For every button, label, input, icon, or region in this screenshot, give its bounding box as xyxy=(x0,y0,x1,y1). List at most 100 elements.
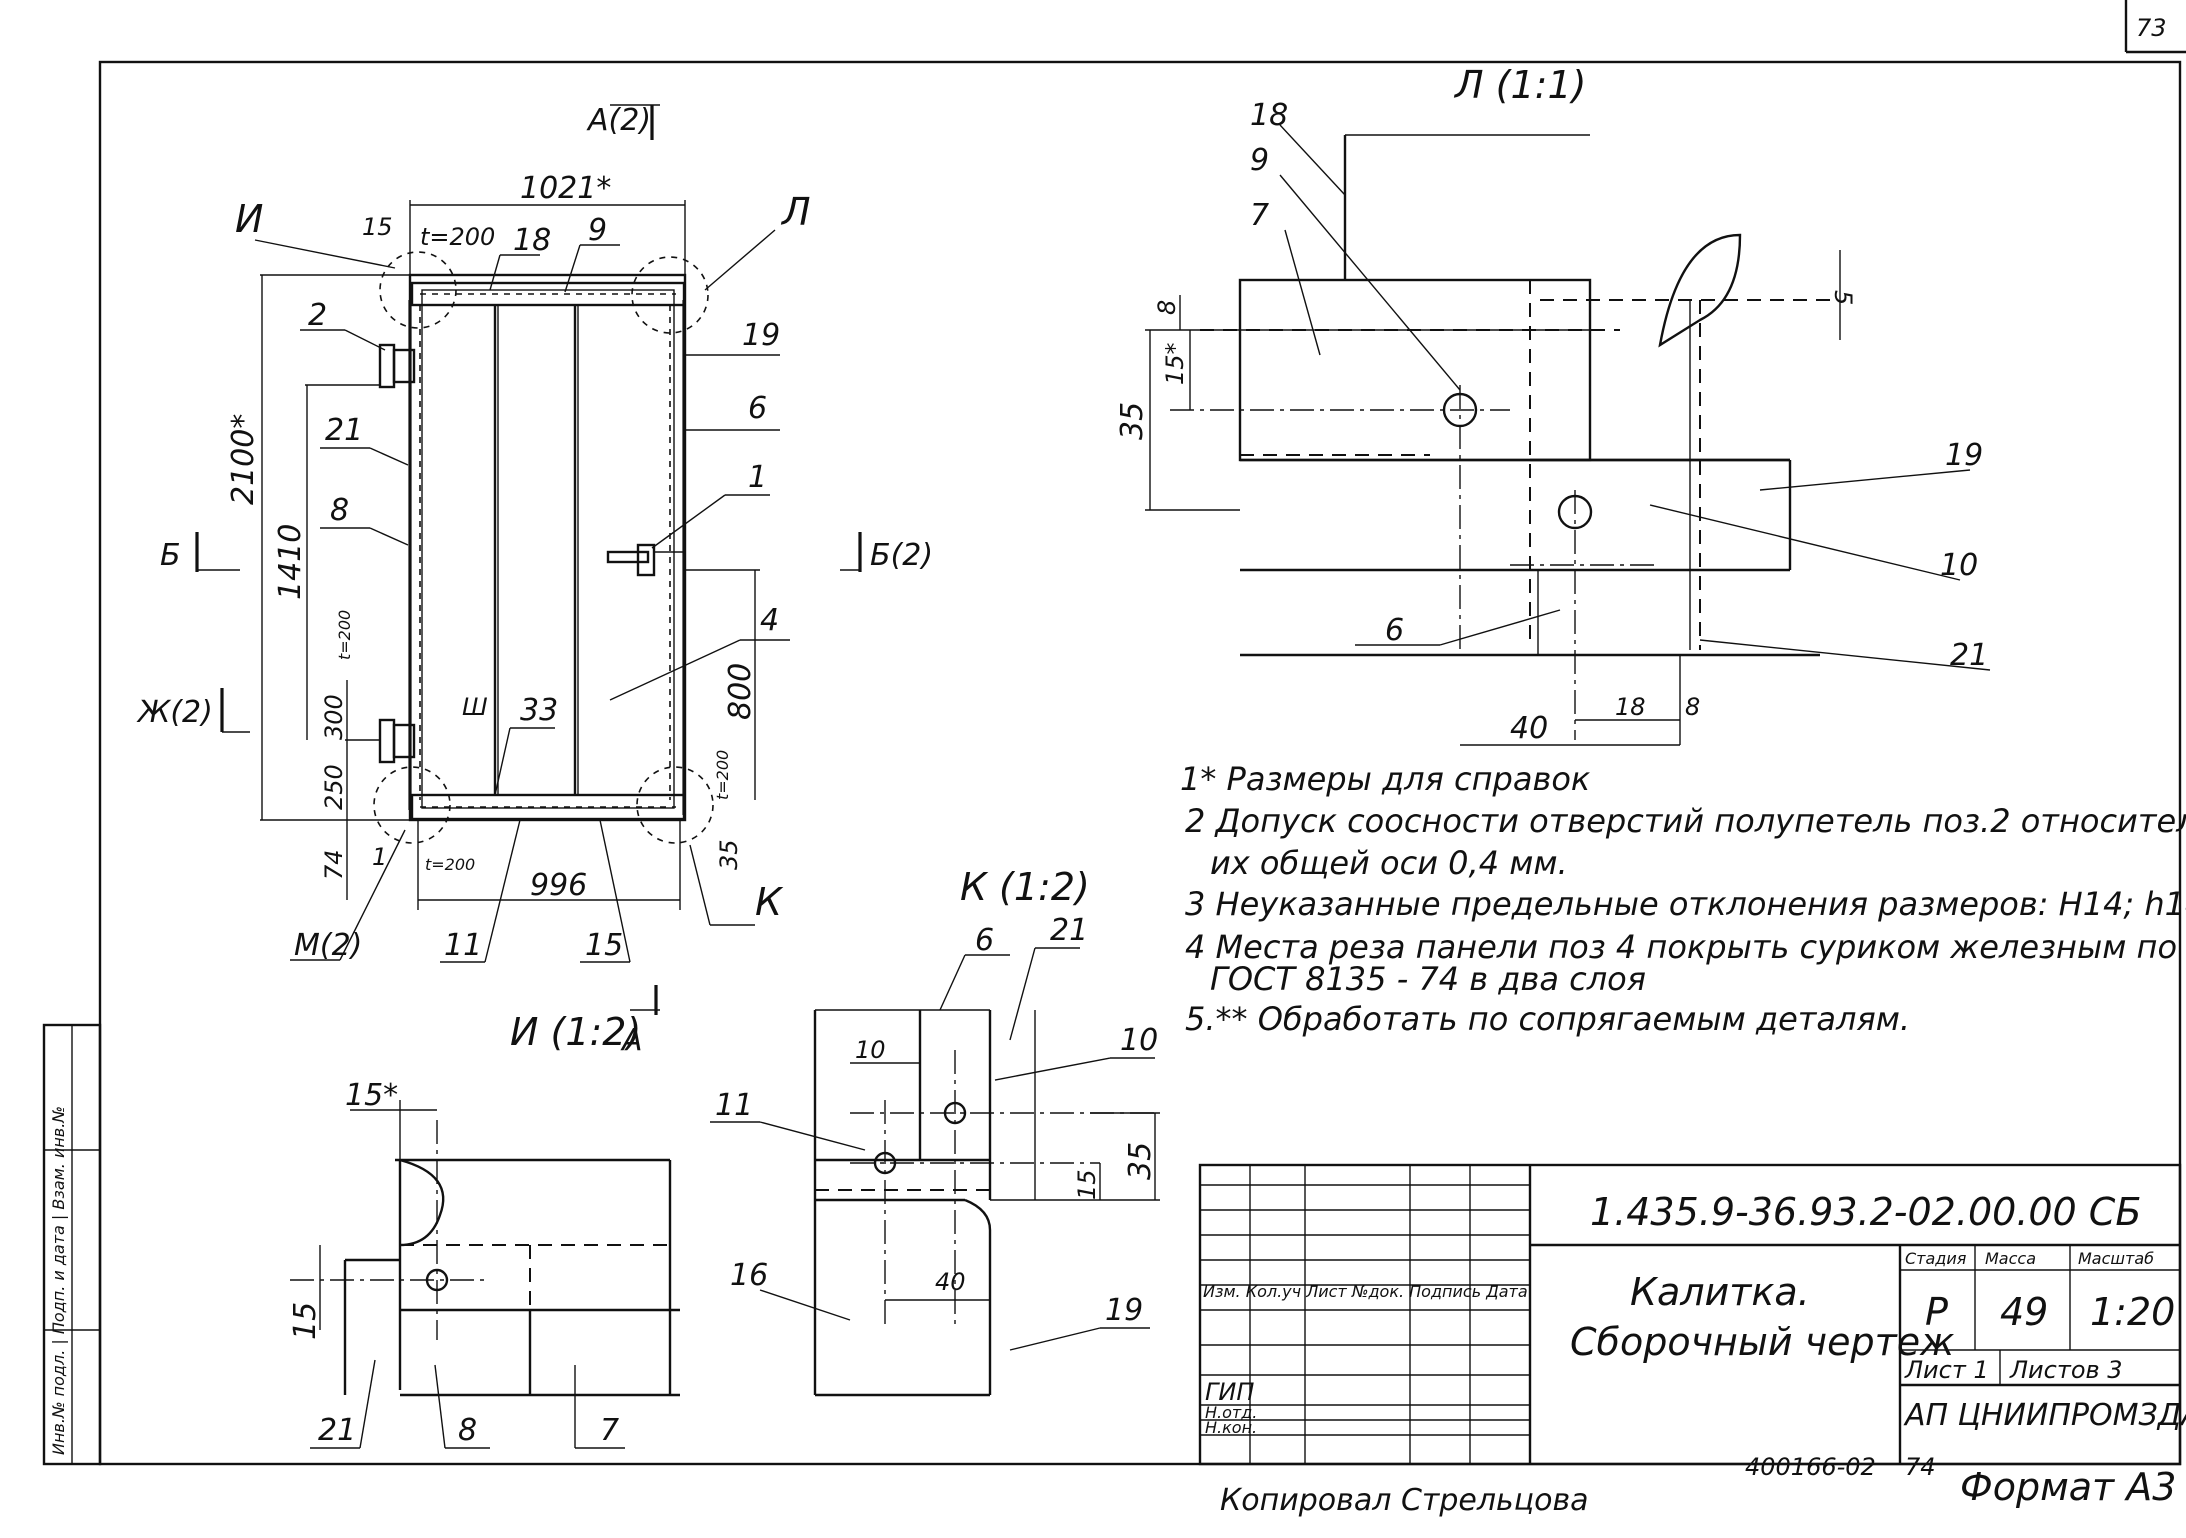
svg-text:2100*: 2100* xyxy=(226,414,261,505)
page-number: 73 xyxy=(2136,14,2167,42)
svg-text:Н.отд.: Н.отд. xyxy=(1205,1403,1257,1422)
side-stamp: Инв.№ подл. | Подп. и дата | Взам. инв.№ xyxy=(42,1023,102,1466)
detail-m-circle xyxy=(373,766,451,844)
svg-text:1: 1 xyxy=(748,460,767,495)
svg-text:Л: Л xyxy=(780,190,811,234)
svg-text:Б: Б xyxy=(160,538,181,573)
svg-text:6: 6 xyxy=(748,391,767,426)
format-label: Формат А3 xyxy=(1960,1465,2176,1509)
note-5: 5.** Обработать по сопрягаемым деталям. xyxy=(1185,1000,1910,1038)
svg-text:Инв.№ подл. | Подп. и дата | В: Инв.№ подл. | Подп. и дата | Взам. инв.№ xyxy=(49,1106,68,1455)
svg-text:11: 11 xyxy=(715,1088,753,1123)
svg-text:Масштаб: Масштаб xyxy=(2078,1249,2154,1268)
note-2-cont: их общей оси 0,4 мм. xyxy=(1210,844,1568,882)
svg-text:5: 5 xyxy=(1829,290,1857,305)
view-l-title: Л (1:1) xyxy=(1453,63,1586,107)
svg-text:4: 4 xyxy=(760,603,779,638)
svg-text:t=200: t=200 xyxy=(420,223,495,251)
svg-text:М(2): М(2) xyxy=(294,928,362,963)
note-4: 4 Места реза панели поз 4 покрыть сурико… xyxy=(1185,928,2177,966)
svg-text:2: 2 xyxy=(308,298,327,333)
bottom-rail xyxy=(410,793,686,821)
stage-value: Р xyxy=(1925,1290,1948,1334)
svg-text:16: 16 xyxy=(730,1258,768,1293)
svg-text:И: И xyxy=(235,197,263,241)
view-k-title: К (1:2) xyxy=(960,865,1090,909)
svg-text:1021*: 1021* xyxy=(520,171,611,206)
svg-text:40: 40 xyxy=(935,1268,966,1296)
svg-text:А(2): А(2) xyxy=(586,103,651,138)
svg-text:t=200: t=200 xyxy=(713,750,732,800)
latch xyxy=(606,550,650,564)
svg-text:8: 8 xyxy=(330,493,349,528)
svg-text:33: 33 xyxy=(520,693,558,728)
sheet-frame xyxy=(98,60,2182,1466)
svg-text:t=200: t=200 xyxy=(335,610,354,660)
svg-text:15: 15 xyxy=(1073,1169,1101,1200)
detail-k-circle xyxy=(636,766,714,844)
designation: 1.435.9-36.93.2-02.00.00 СБ xyxy=(1590,1190,2141,1234)
note-4-cont: ГОСТ 8135 - 74 в два слоя xyxy=(1210,960,1646,998)
svg-text:Н.кон.: Н.кон. xyxy=(1205,1418,1257,1437)
svg-text:19: 19 xyxy=(742,318,780,353)
svg-text:8: 8 xyxy=(1685,693,1700,721)
svg-text:Листов 3: Листов 3 xyxy=(2009,1356,2123,1384)
svg-text:Ж(2): Ж(2) xyxy=(136,695,213,730)
svg-text:74: 74 xyxy=(1905,1453,1936,1481)
detail-l-circle xyxy=(631,256,709,334)
hinge-top xyxy=(378,343,396,389)
svg-text:19: 19 xyxy=(1105,1293,1143,1328)
svg-text:9: 9 xyxy=(588,213,607,248)
svg-text:800: 800 xyxy=(723,663,758,720)
svg-text:21: 21 xyxy=(1050,913,1088,948)
svg-text:6: 6 xyxy=(975,923,994,958)
svg-text:15*: 15* xyxy=(345,1078,398,1113)
svg-text:Масса: Масса xyxy=(1985,1249,2036,1268)
svg-text:19: 19 xyxy=(1945,438,1983,473)
scale-value: 1:20 xyxy=(2090,1290,2175,1334)
svg-text:6: 6 xyxy=(1385,613,1404,648)
svg-text:74: 74 xyxy=(320,849,348,880)
svg-text:10: 10 xyxy=(1940,548,1978,583)
svg-text:35: 35 xyxy=(1115,402,1150,440)
note-2: 2 Допуск соосности отверстий полупетель … xyxy=(1185,802,2186,840)
main-gate-view: 1021* 996 2100* 1410 300 250 74 t=200 80… xyxy=(136,103,933,963)
svg-text:18: 18 xyxy=(513,223,551,258)
svg-text:К: К xyxy=(755,880,784,924)
note-1: 1* Размеры для справок xyxy=(1180,760,1591,798)
svg-text:996: 996 xyxy=(530,868,587,903)
svg-text:15: 15 xyxy=(585,928,623,963)
hinge-bottom xyxy=(378,718,396,764)
detail-i-circle xyxy=(379,251,457,329)
svg-text:Лист 1: Лист 1 xyxy=(1904,1356,1989,1384)
svg-text:Б(2): Б(2) xyxy=(870,538,933,573)
inventory-code: 400166-02 xyxy=(1745,1453,1876,1481)
svg-text:15: 15 xyxy=(288,1302,323,1340)
svg-text:35: 35 xyxy=(1123,1142,1158,1180)
svg-text:40: 40 xyxy=(1510,711,1548,746)
svg-text:7: 7 xyxy=(1250,198,1269,233)
svg-text:11: 11 xyxy=(444,928,482,963)
drawing-title-1: Калитка. xyxy=(1630,1270,1810,1314)
view-i-title: И (1:2) xyxy=(510,1010,641,1054)
top-rail xyxy=(410,281,686,307)
view-i: И (1:2) А 15* 15 21 8 7 xyxy=(288,985,680,1449)
svg-text:10: 10 xyxy=(1120,1023,1158,1058)
view-l: Л (1:1) 35 15* 8 5 4 xyxy=(1115,63,1991,746)
mass-value: 49 xyxy=(2000,1290,2048,1334)
svg-text:15*: 15* xyxy=(1161,342,1189,385)
svg-text:300: 300 xyxy=(320,694,348,740)
svg-text:t=200: t=200 xyxy=(425,855,475,874)
svg-text:18: 18 xyxy=(1615,693,1646,721)
svg-text:10: 10 xyxy=(855,1036,886,1064)
svg-text:21: 21 xyxy=(325,413,363,448)
svg-text:Ш: Ш xyxy=(462,693,488,721)
svg-text:1: 1 xyxy=(372,843,387,871)
svg-text:ГИП: ГИП xyxy=(1205,1378,1254,1406)
view-k: К (1:2) 35 15 40 10 6 21 10 11 16 xyxy=(710,865,1160,1397)
svg-text:21: 21 xyxy=(318,1413,356,1448)
svg-text:35: 35 xyxy=(715,839,743,870)
svg-text:9: 9 xyxy=(1250,143,1269,178)
gate-outer-frame xyxy=(408,273,687,822)
